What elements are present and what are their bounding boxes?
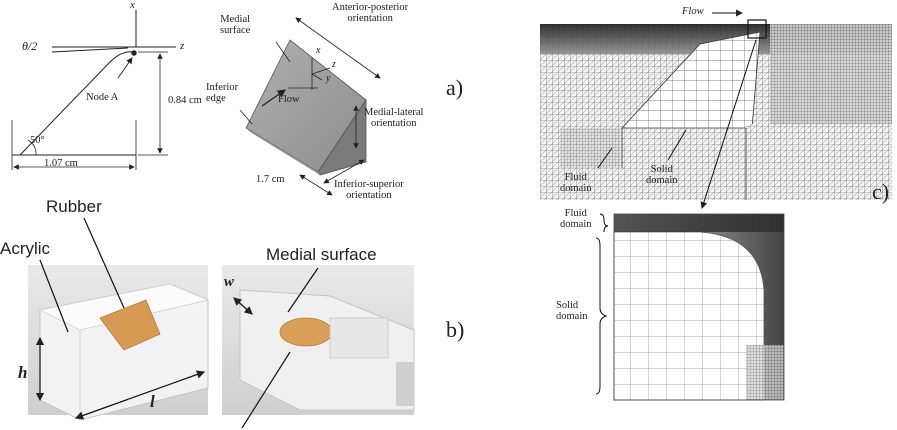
node-pointer — [117, 57, 133, 79]
medial-surface-label: Medial surface — [220, 14, 251, 37]
length-arrow — [299, 174, 333, 196]
ap-arrow — [295, 17, 381, 79]
h-label: h — [18, 363, 28, 382]
axis-x-label: x — [130, 0, 135, 11]
solid-domain-zoom-mesh — [613, 231, 765, 401]
fluid-brace — [599, 213, 609, 233]
medial-lower-leader — [241, 351, 291, 429]
rubber-leader — [83, 217, 125, 309]
medial-surface-leader — [275, 41, 291, 63]
ap-orientation-label: Anterior-posterior orientation — [332, 2, 409, 25]
photo-left — [28, 265, 210, 421]
mesh-zoom — [613, 213, 785, 401]
medial-surface-b-label: Medial surface — [266, 245, 377, 264]
fluid-domain-leader — [597, 147, 613, 169]
axis-x2-label: x — [316, 45, 321, 56]
length-dim-label: 1.7 cm — [256, 174, 285, 185]
panel-c-tag: c) — [872, 179, 890, 204]
l-label: l — [150, 392, 155, 411]
rubber-label: Rubber — [46, 197, 102, 216]
axis-z2-label: z — [332, 59, 336, 70]
height-dim-label: 0.84 cm — [168, 95, 202, 106]
width-dim-label: 1.07 cm — [44, 158, 78, 169]
vocal-fold-profile — [11, 10, 176, 170]
solid-brace — [595, 237, 608, 395]
w-arrow — [233, 297, 253, 315]
w-label: w — [224, 274, 235, 290]
axis-y2-label: y — [326, 73, 331, 84]
mesh-overview — [540, 19, 892, 200]
panel-a-tag: a) — [446, 75, 464, 100]
fluid-domain-label: Fluid domain — [560, 172, 592, 195]
panel-b-tag: b) — [446, 317, 465, 342]
acrylic-leader — [39, 259, 69, 333]
panel-c-annotations — [595, 9, 757, 395]
solid-domain-zoom-label: Solid domain — [556, 300, 588, 323]
fluid-domain-zoom-label: Fluid domain — [560, 208, 592, 231]
node-a-label: Node A — [86, 92, 119, 103]
ml-orientation-label: Medial-lateral orientation — [364, 107, 424, 130]
zoom-arrow — [700, 39, 757, 209]
photo-right — [222, 265, 415, 415]
theta-label: θ/2 — [22, 39, 38, 53]
flow-label-c: Flow — [682, 6, 704, 17]
inferior-edge-leader — [239, 109, 253, 125]
flow-arrow-3d — [261, 89, 286, 107]
is-orientation-label: Inferior-superior orientation — [334, 179, 404, 202]
zoom-box — [747, 19, 767, 39]
inferior-edge-label: Inferior edge — [206, 82, 239, 105]
solid-domain-leader — [667, 129, 687, 161]
is-arrow — [323, 159, 365, 184]
solid-domain-label: Solid domain — [646, 164, 678, 187]
rubber-insert-right — [279, 317, 333, 347]
panel-b-annotations — [35, 217, 319, 429]
l-arrow — [74, 370, 206, 420]
angle-arc — [27, 139, 37, 156]
acrylic-label: Acrylic — [0, 239, 51, 258]
axis-z-label: z — [180, 40, 185, 52]
medial-surface-leader-b — [287, 267, 319, 313]
angle-label: 50° — [30, 135, 45, 146]
flow-label-3d: Flow — [278, 94, 300, 105]
rubber-insert — [99, 299, 161, 351]
node-a-point — [131, 50, 137, 56]
vocal-fold-3d-block — [239, 17, 381, 196]
solid-domain-mesh — [621, 31, 761, 129]
